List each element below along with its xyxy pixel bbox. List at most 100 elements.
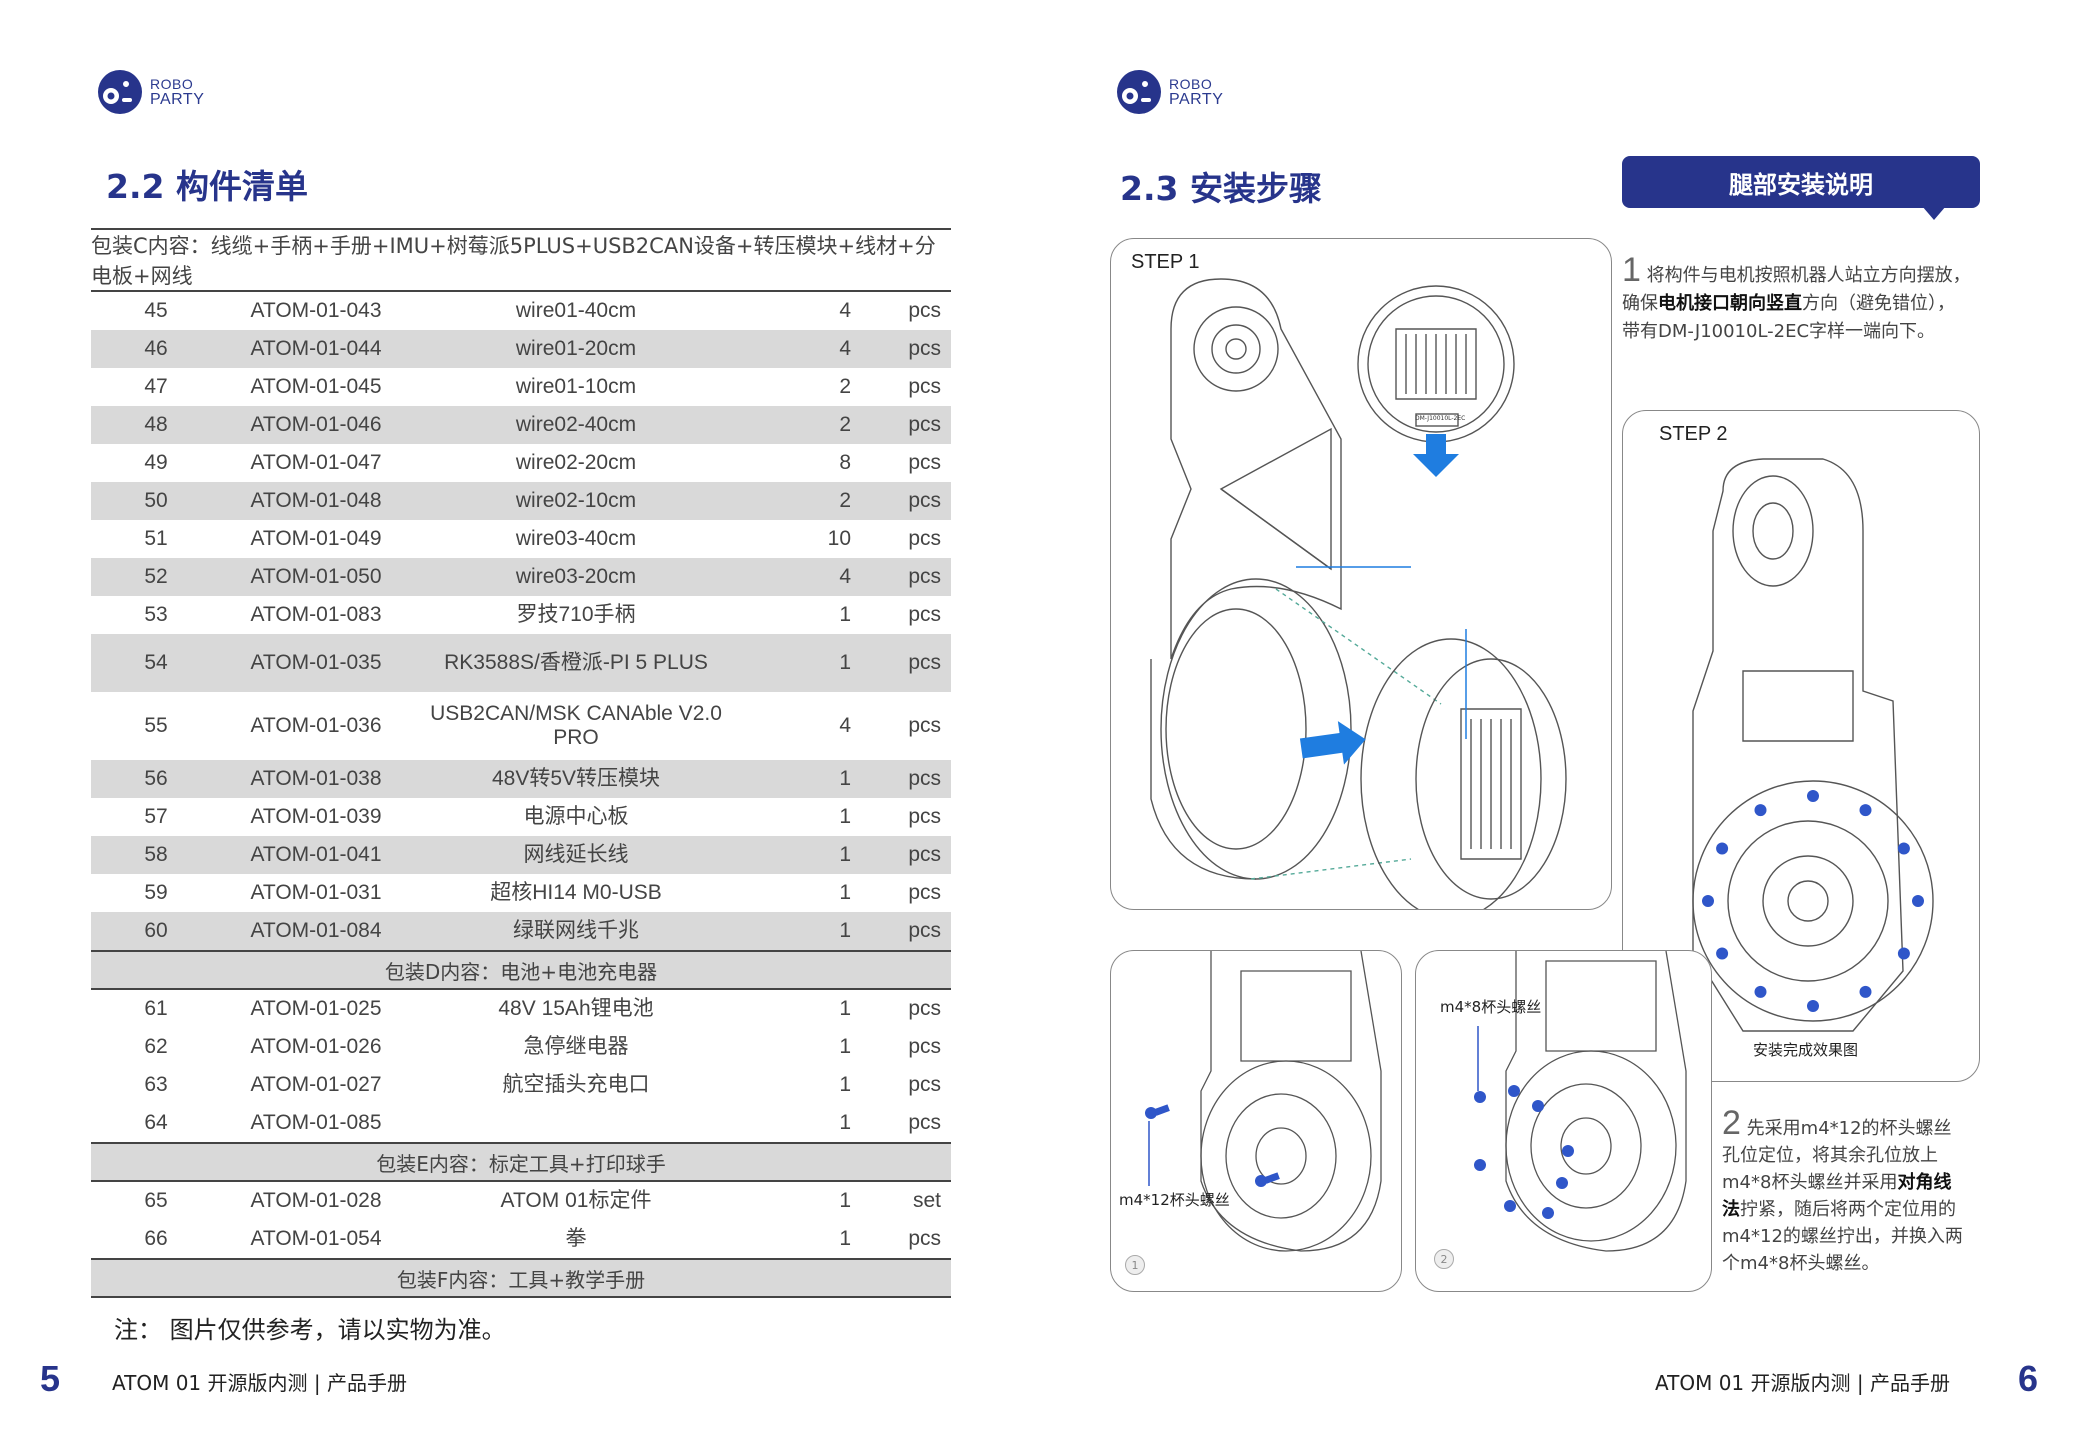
cell-unit: pcs: [908, 337, 941, 360]
cell-name: 48V 15Ah锂电池: [498, 997, 654, 1020]
cell-unit: pcs: [908, 1227, 941, 1250]
cell-name: 急停继电器: [523, 1035, 629, 1058]
cell-unit: set: [912, 1189, 941, 1212]
leg-install-badge: 腿部安装说明: [1622, 156, 1980, 220]
cell-name: wire01-20cm: [515, 337, 637, 360]
step2-line5: m4*12的螺丝拧出，并换入两: [1722, 1226, 1963, 1247]
cell-unit: pcs: [908, 919, 941, 942]
cell-qty: 4: [839, 714, 851, 737]
cell-no: 64: [144, 1111, 168, 1134]
cell-name: 超核HI14 M0-USB: [490, 881, 662, 904]
cell-no: 63: [144, 1073, 168, 1096]
cell-unit: pcs: [908, 1111, 941, 1134]
brand-line1: ROBO: [1169, 76, 1213, 92]
cell-qty: 4: [839, 299, 851, 322]
cell-qty: 1: [839, 651, 851, 674]
screw-head-icon: [1897, 842, 1910, 855]
step1-number: 1: [1622, 251, 1641, 289]
package-f-header: 包装F内容：工具+教学手册: [91, 1258, 951, 1298]
cell-no: 60: [144, 919, 168, 942]
complete-caption: 安装完成效果图: [1753, 1041, 1859, 1059]
cell-name: wire01-40cm: [515, 299, 637, 322]
leg-assembled-illustration: [1692, 458, 1934, 1032]
cell-no: 52: [144, 565, 168, 588]
cell-code: ATOM-01-036: [250, 714, 382, 737]
step2-number: 2: [1722, 1104, 1741, 1142]
brand-logo-right: ROBO PARTY: [1115, 68, 1223, 116]
cell-qty: 1: [839, 881, 851, 904]
cell-qty: 1: [839, 1073, 851, 1096]
step2-line4a: 法: [1722, 1199, 1740, 1220]
cell-name: 绿联网线千兆: [513, 919, 639, 942]
cell-name: wire03-20cm: [515, 565, 637, 588]
cell-code: ATOM-01-038: [250, 767, 382, 790]
brand-line2: PARTY: [150, 91, 205, 108]
screw-head-icon: [1859, 804, 1872, 817]
screw-head-icon: [1754, 804, 1767, 817]
cell-qty: 1: [839, 767, 851, 790]
cell-no: 46: [144, 337, 168, 360]
step1-label: STEP 1: [1131, 251, 1200, 273]
screw-tighten-illustration: [1474, 951, 1687, 1252]
cell-unit: pcs: [908, 375, 941, 398]
cell-code: ATOM-01-050: [250, 565, 382, 588]
disclaimer-note: 注： 图片仅供参考，请以实物为准。: [114, 1316, 506, 1344]
cell-qty: 1: [839, 805, 851, 828]
cell-unit: pcs: [908, 881, 941, 904]
cell-qty: 1: [839, 603, 851, 626]
cell-name: 网线延长线: [523, 843, 629, 866]
cell-code: ATOM-01-048: [250, 489, 382, 512]
cell-unit: pcs: [908, 527, 941, 550]
footer-left: ATOM 01 开源版内测 | 产品手册: [112, 1371, 407, 1395]
cell-name: RK3588S/香橙派-PI 5 PLUS: [444, 651, 708, 674]
badge-label: 腿部安装说明: [1622, 156, 1980, 208]
cell-unit: pcs: [908, 714, 941, 737]
cell-name: wire01-10cm: [515, 375, 637, 398]
step1-text-b1: 确保: [1622, 293, 1658, 314]
cell-no: 66: [144, 1227, 168, 1250]
cell-name: wire02-20cm: [515, 451, 637, 474]
robo-party-logo-icon: [1117, 70, 1161, 114]
package-c-header: 包装C内容：线缆+手柄+手册+IMU+树莓派5PLUS+USB2CAN设备+转压…: [91, 230, 951, 292]
package-d-header: 包装D内容：电池+电池充电器: [91, 950, 951, 990]
cell-no: 55: [144, 714, 168, 737]
step1-text-b2: 方向（避免错位），: [1802, 293, 1955, 314]
cell-code: ATOM-01-049: [250, 527, 382, 550]
cell-qty: 2: [839, 375, 851, 398]
cell-code: ATOM-01-054: [250, 1227, 382, 1250]
step1-text-a: 将构件与电机按照机器人站立方向摆放，: [1646, 265, 1971, 286]
cell-unit: pcs: [908, 299, 941, 322]
step2-line6: 个m4*8杯头螺丝。: [1722, 1253, 1880, 1274]
cell-code: ATOM-01-047: [250, 451, 382, 474]
cell-unit: pcs: [908, 805, 941, 828]
table-row: 45 ATOM-01-043 wire01-40cm 4 pcs: [91, 292, 951, 330]
motor-inset-label: DM-J10010L-2EC: [1415, 415, 1466, 422]
step1-text-c: 带有DM-J10010L-2EC字样一端向下。: [1622, 321, 1936, 342]
screw-head-icon: [1859, 985, 1872, 998]
cell-unit: pcs: [908, 413, 941, 436]
substep2-panel: m4*8杯头螺丝 2: [1415, 950, 1712, 1292]
cell-code: ATOM-01-039: [250, 805, 382, 828]
badge-pointer-icon: [1922, 206, 1946, 220]
cell-code: ATOM-01-028: [250, 1189, 382, 1212]
step2-line3a: m4*8杯头螺丝并采用: [1722, 1172, 1898, 1193]
cell-name: 罗技710手柄: [516, 603, 636, 626]
cell-code: ATOM-01-043: [250, 299, 382, 322]
cell-name: wire02-40cm: [515, 413, 637, 436]
cell-qty: 2: [839, 413, 851, 436]
cell-no: 45: [144, 299, 168, 322]
cell-unit: pcs: [908, 565, 941, 588]
cell-qty: 1: [839, 919, 851, 942]
cell-no: 53: [144, 603, 168, 626]
